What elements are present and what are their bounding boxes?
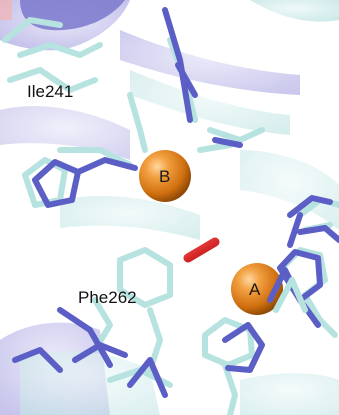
metal-label-b: B: [159, 167, 171, 186]
corner-mark: [0, 0, 12, 20]
ligand-stick: [183, 237, 220, 263]
ribbon-bottom-right: [240, 373, 339, 415]
blue-sticks: [12, 7, 339, 398]
ribbon-upper-band: [120, 30, 300, 95]
ribbon-mid: [0, 106, 130, 160]
ribbon-right: [240, 150, 339, 230]
metal-label-a: A: [249, 280, 261, 299]
metal-sphere-b: [139, 150, 191, 202]
ribbon-bottom-mid: [20, 351, 160, 415]
ribbon-top-right: [250, 0, 339, 22]
residue-label-phe262: Phe262: [78, 288, 137, 307]
ribbon-center: [60, 195, 200, 240]
residue-label-ile241: Ile241: [27, 82, 74, 101]
ribbon-upper-band-2: [130, 70, 290, 135]
front-sticks: [267, 267, 308, 313]
